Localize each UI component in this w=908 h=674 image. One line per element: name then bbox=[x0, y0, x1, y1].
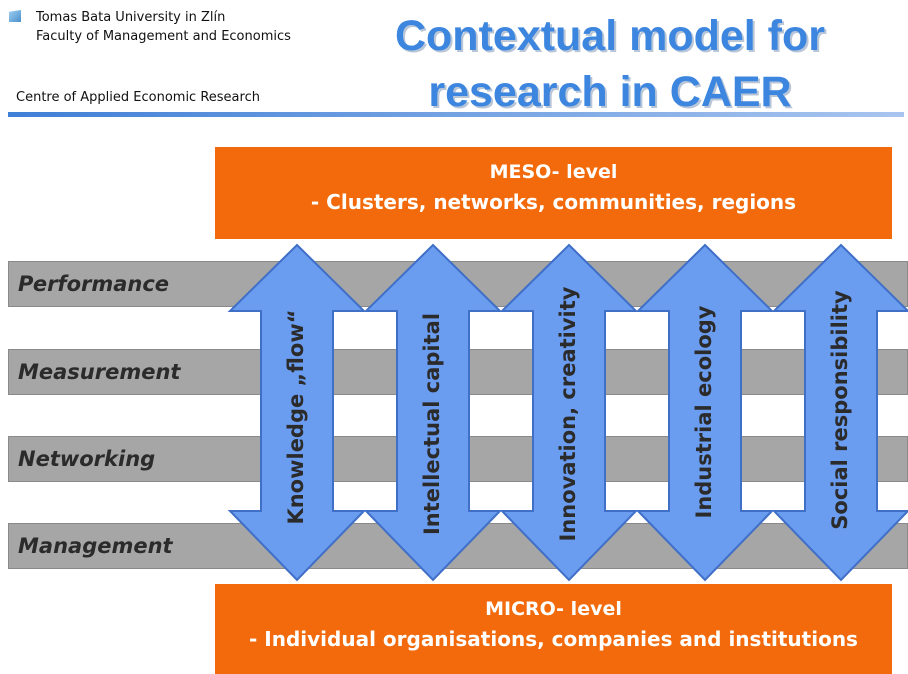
page-title: Contextual model for research in CAER bbox=[330, 8, 890, 120]
micro-level-title: MICRO- level bbox=[485, 598, 622, 620]
university-name: Tomas Bata University in Zlín Faculty of… bbox=[36, 8, 291, 46]
micro-level-subtitle: - Individual organisations, companies an… bbox=[249, 627, 858, 651]
meso-level-subtitle: - Clusters, networks, communities, regio… bbox=[310, 190, 797, 214]
centre-name: Centre of Applied Economic Research bbox=[16, 90, 260, 105]
arrow-text-knowledge-flow: Knowledge „flow“ bbox=[284, 309, 308, 525]
university-name-line: Tomas Bata University in Zlín bbox=[36, 10, 226, 25]
title-line-1: Contextual model for bbox=[394, 12, 826, 60]
arrow-text-intellectual-capital: Intellectual capital bbox=[420, 312, 444, 536]
arrow-intellectual-capital bbox=[363, 243, 503, 582]
arrow-knowledge-flow bbox=[227, 243, 367, 582]
meso-level-title: MESO- level bbox=[489, 161, 618, 183]
header-divider bbox=[8, 112, 904, 117]
row-label-management: Management bbox=[18, 534, 173, 558]
arrow-text-innovation-creativity: Innovation, creativity bbox=[556, 286, 580, 542]
faculty-name: Faculty of Management and Economics bbox=[36, 29, 291, 44]
meso-level-band: MESO- level - Clusters, networks, commun… bbox=[215, 147, 892, 239]
row-label-measurement: Measurement bbox=[18, 360, 181, 384]
arrow-text-social-responsibility: Social responsibility bbox=[828, 290, 852, 530]
row-label-networking: Networking bbox=[18, 447, 156, 471]
arrow-text-industrial-ecology: Industrial ecology bbox=[692, 305, 716, 519]
arrow-industrial-ecology bbox=[635, 243, 775, 582]
row-label-performance: Performance bbox=[18, 272, 170, 296]
university-logo-icon bbox=[9, 10, 21, 22]
micro-level-band: MICRO- level - Individual organisations,… bbox=[215, 584, 892, 674]
arrow-social-responsibility bbox=[771, 243, 908, 582]
title-line-2: research in CAER bbox=[428, 68, 792, 116]
arrow-innovation-creativity bbox=[499, 243, 639, 582]
